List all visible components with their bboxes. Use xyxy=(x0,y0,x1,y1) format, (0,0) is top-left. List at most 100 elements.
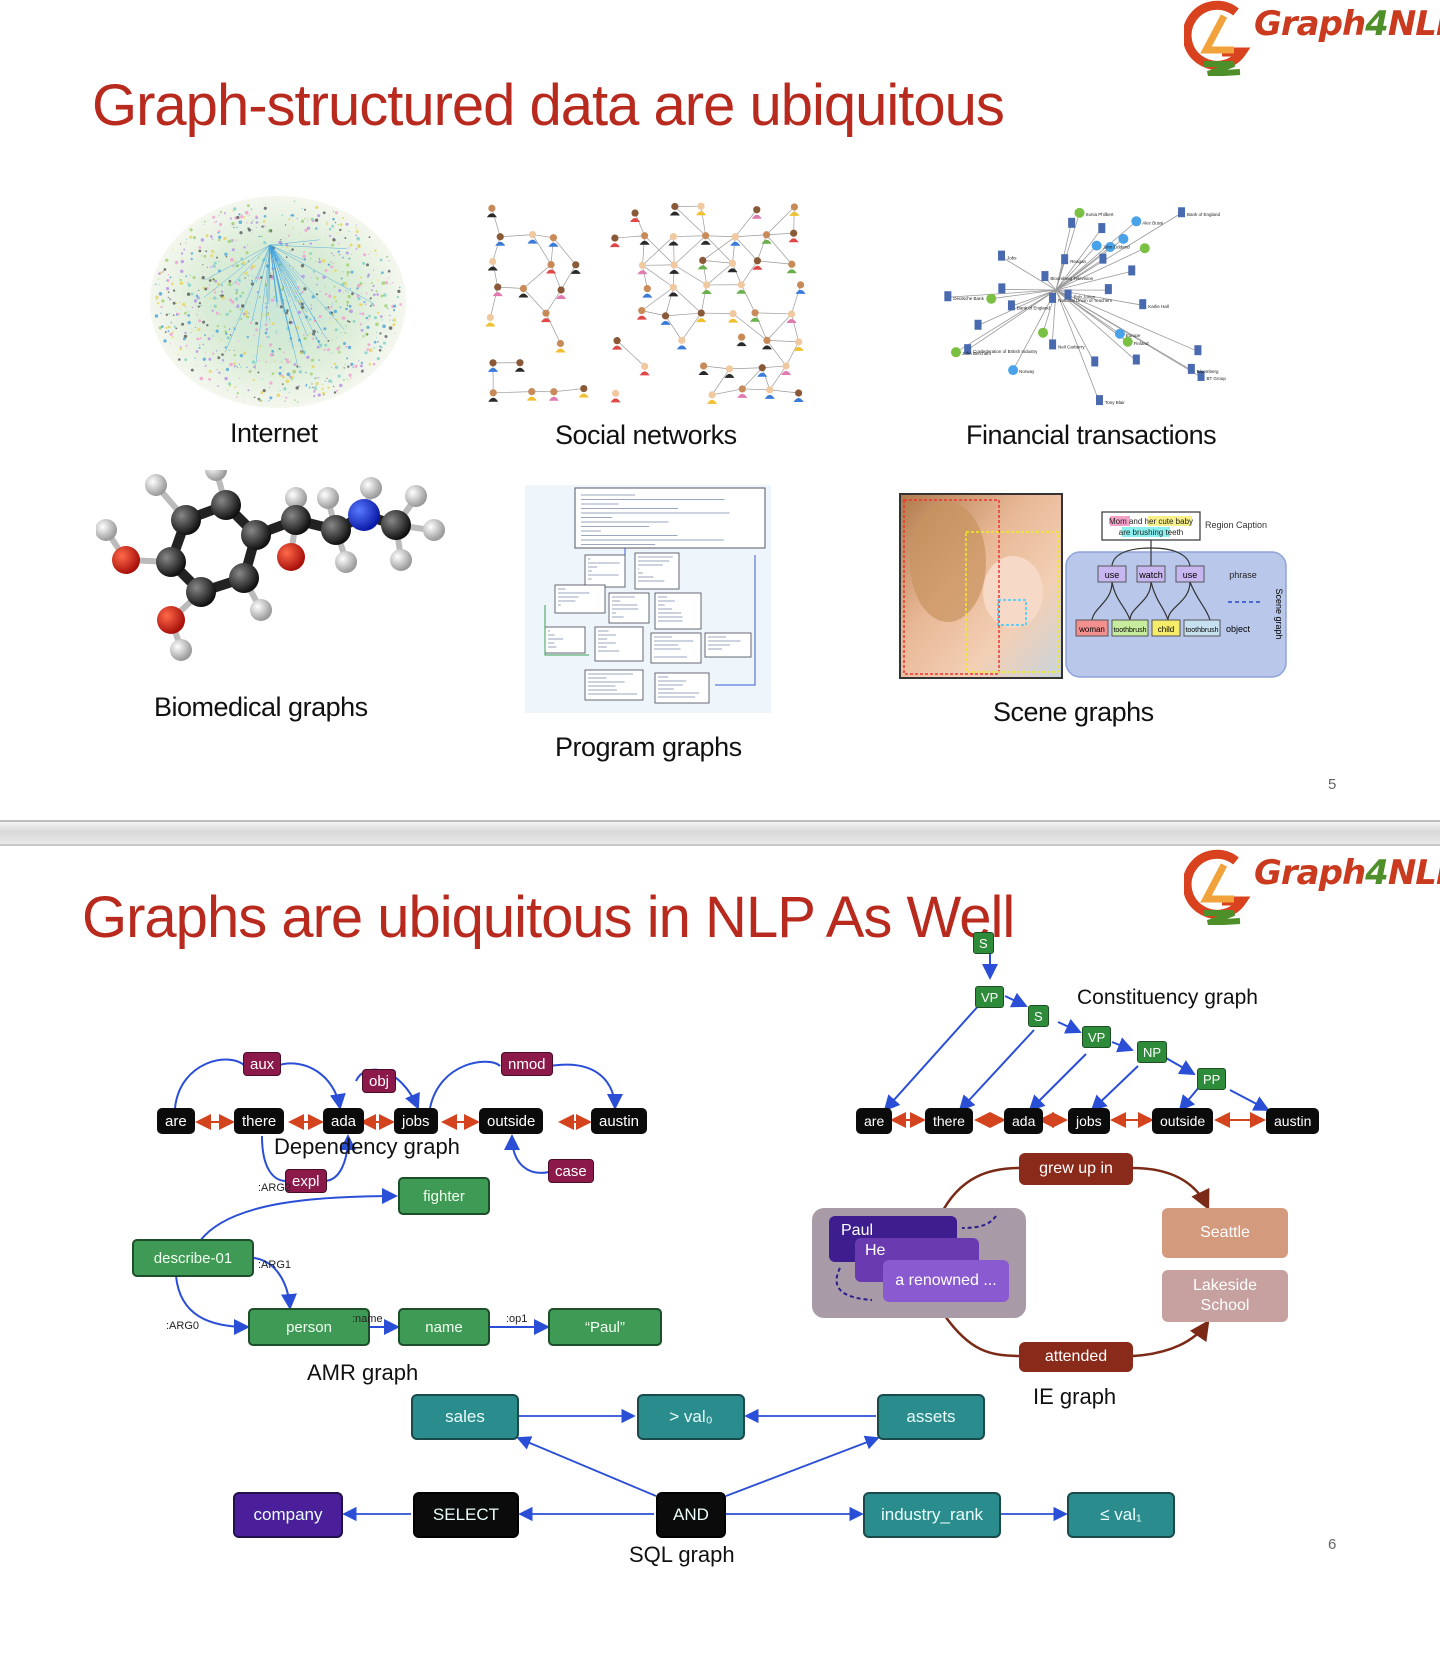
internet-node xyxy=(318,257,320,259)
internet-node xyxy=(303,336,307,341)
internet-node xyxy=(173,325,176,328)
internet-node xyxy=(169,276,172,279)
internet-node xyxy=(313,390,316,393)
internet-node xyxy=(394,332,396,334)
internet-node xyxy=(388,260,390,262)
internet-node xyxy=(302,254,306,259)
internet-node xyxy=(276,333,278,335)
internet-node xyxy=(228,349,230,351)
internet-node xyxy=(186,238,188,240)
internet-node xyxy=(349,309,353,314)
dep-label-obj: obj xyxy=(362,1069,397,1093)
internet-node xyxy=(190,252,194,255)
social-link xyxy=(673,287,702,314)
social-person-body xyxy=(487,266,498,271)
internet-node xyxy=(252,378,255,381)
social-person-head xyxy=(729,310,737,318)
const-node-vp: VP xyxy=(975,986,1005,1008)
social-person-head xyxy=(556,339,565,348)
social-person-body xyxy=(668,241,679,246)
social-person-body xyxy=(610,398,621,403)
internet-node xyxy=(338,350,341,354)
internet-node xyxy=(271,322,275,326)
social-person-head xyxy=(751,309,759,317)
internet-node xyxy=(286,360,290,364)
internet-node xyxy=(184,306,186,308)
internet-node xyxy=(333,309,338,314)
internet-node xyxy=(350,377,352,379)
internet-node xyxy=(236,264,240,268)
internet-node xyxy=(333,295,337,299)
internet-node xyxy=(290,316,293,319)
internet-node xyxy=(165,258,169,262)
internet-node xyxy=(377,279,379,281)
const-word-outside: outside xyxy=(1152,1108,1214,1134)
internet-node xyxy=(291,213,295,217)
financial-person-node xyxy=(1114,328,1125,339)
internet-node xyxy=(326,221,328,222)
internet-node xyxy=(362,261,366,265)
social-link xyxy=(642,235,645,266)
social-person-head xyxy=(572,261,580,269)
internet-node xyxy=(156,302,160,305)
internet-node xyxy=(352,319,356,323)
internet-node xyxy=(236,215,240,220)
internet-node xyxy=(214,279,218,283)
internet-node xyxy=(312,332,316,336)
internet-node xyxy=(198,249,202,253)
internet-node xyxy=(232,224,233,226)
internet-node xyxy=(201,271,203,273)
social-link xyxy=(754,312,768,341)
financial-node-label: Karlie Hall xyxy=(1148,304,1169,309)
social-link xyxy=(791,313,800,342)
internet-node xyxy=(302,350,306,354)
internet-node xyxy=(389,314,391,317)
social-person-head xyxy=(796,281,805,289)
social-person-body xyxy=(728,318,739,323)
internet-node xyxy=(200,221,203,223)
internet-node xyxy=(269,343,273,347)
internet-node xyxy=(303,251,306,254)
social-person-head xyxy=(795,338,803,346)
internet-node xyxy=(241,214,243,216)
financial-link xyxy=(1055,247,1145,291)
internet-node xyxy=(278,240,282,245)
internet-node xyxy=(313,394,316,398)
internet-node xyxy=(206,287,209,290)
internet-node xyxy=(350,362,354,366)
social-person-head xyxy=(758,364,766,372)
financial-node-label: Jobs xyxy=(1007,256,1017,261)
internet-node xyxy=(275,331,277,333)
internet-node xyxy=(191,328,193,329)
internet-node xyxy=(367,273,371,277)
internet-node xyxy=(247,275,249,277)
internet-node xyxy=(263,206,267,210)
internet-node xyxy=(210,254,214,258)
internet-node xyxy=(190,368,194,372)
social-person-body xyxy=(540,318,551,323)
social-link xyxy=(766,340,799,343)
internet-node xyxy=(229,310,232,313)
internet-node xyxy=(213,304,217,308)
social-person-head xyxy=(700,362,708,370)
internet-node xyxy=(255,216,258,220)
internet-node xyxy=(208,378,211,381)
internet-link xyxy=(255,244,271,370)
internet-node xyxy=(360,329,364,332)
social-person-body xyxy=(527,239,538,244)
internet-node xyxy=(379,258,383,262)
internet-node xyxy=(279,305,283,309)
social-person-head xyxy=(725,365,734,373)
internet-node xyxy=(195,294,199,298)
internet-node xyxy=(238,306,240,308)
internet-node xyxy=(161,299,165,303)
social-link xyxy=(493,391,532,394)
financial-org-node xyxy=(1041,271,1049,282)
internet-node xyxy=(298,370,303,374)
internet-node xyxy=(243,216,246,219)
internet-node xyxy=(324,285,326,288)
internet-node xyxy=(237,283,240,286)
internet-node xyxy=(288,218,291,221)
internet-node xyxy=(297,286,300,289)
page-number: 6 xyxy=(1328,1536,1337,1553)
